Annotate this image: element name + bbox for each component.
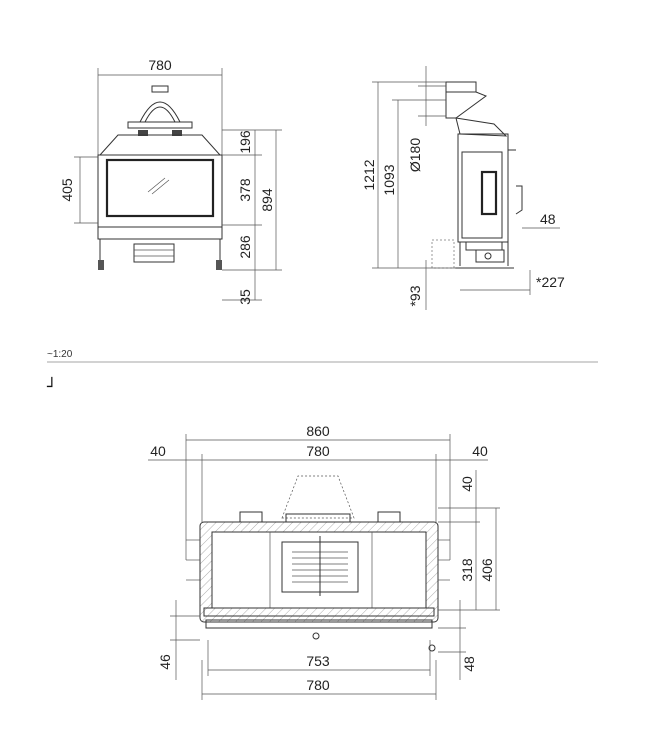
hood (98, 134, 222, 156)
dim-780-plan-bottom: 780 (306, 677, 330, 693)
flue-connector (139, 101, 181, 123)
dim-860: 860 (306, 423, 330, 439)
flue-elbow-top (445, 81, 477, 93)
dim-286: 286 (237, 235, 253, 259)
dim-894: 894 (259, 188, 275, 212)
flue-dome (281, 475, 355, 519)
dim-1093: 1093 (381, 164, 397, 195)
dim-40-right: 40 (472, 443, 488, 459)
dim-196: 196 (237, 130, 253, 154)
dim-227: *227 (536, 274, 565, 290)
section-symbol: ┘ (46, 376, 57, 396)
dim-diam-180: Ø180 (407, 138, 423, 172)
front-view: 780 405 196 (59, 57, 282, 305)
dim-406: 406 (479, 558, 495, 582)
dim-93: *93 (407, 285, 423, 306)
dim-40-left: 40 (150, 443, 166, 459)
dim-405: 405 (59, 178, 75, 202)
leg-right (216, 260, 222, 270)
dim-780-front: 780 (148, 57, 172, 73)
dim-780-plan-top: 780 (306, 443, 330, 459)
side-view: 1212 1093 Ø180 *93 48 *227 (361, 66, 565, 310)
handle (515, 185, 523, 215)
dim-1212: 1212 (361, 159, 377, 190)
ash-drawer (133, 243, 175, 263)
glass-door (105, 158, 215, 218)
leg-left (98, 260, 104, 270)
dim-48-side: 48 (540, 211, 556, 227)
plan-view: 860 780 40 40 (148, 423, 500, 700)
dim-378: 378 (237, 178, 253, 202)
dim-318: 318 (459, 558, 475, 582)
dim-48-plan: 48 (461, 656, 477, 672)
dim-46: 46 (157, 654, 173, 670)
side-window (480, 170, 498, 216)
dim-35: 35 (237, 289, 253, 305)
scale-note: ~1:20 (47, 349, 73, 360)
dim-40-vert: 40 (459, 476, 475, 492)
flue-elbow (445, 91, 488, 119)
dim-753: 753 (306, 653, 330, 669)
